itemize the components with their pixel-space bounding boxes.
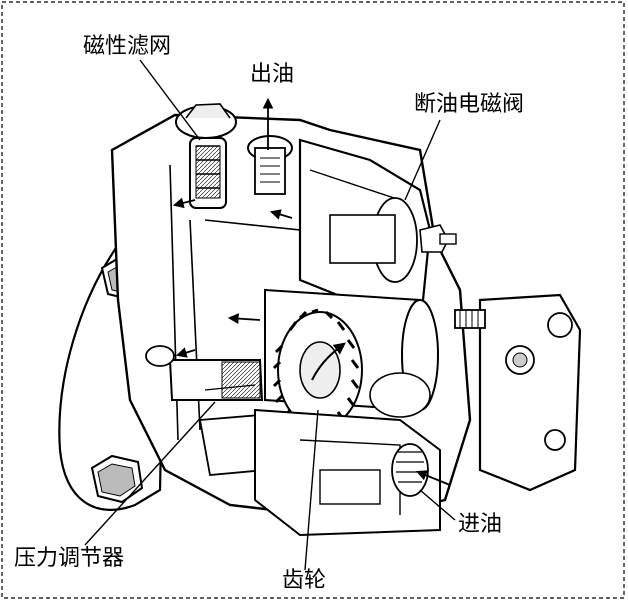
arrow-icon	[227, 313, 261, 324]
fuel-cutoff-solenoid-body	[298, 138, 457, 332]
label-pressure-regulator: 压力调节器	[14, 546, 125, 571]
arrow-icon	[415, 470, 451, 486]
arrow-icon	[175, 347, 196, 358]
outlet-port	[247, 135, 293, 195]
leader-lines	[84, 59, 456, 571]
label-fuel-cutoff-solenoid: 断油电磁阀	[414, 92, 525, 117]
fitting-small	[454, 309, 486, 329]
label-oil-inlet: 进油	[458, 512, 503, 537]
gear	[272, 308, 363, 429]
magnetic-filter-assembly	[175, 103, 237, 209]
pressure-regulator	[145, 345, 266, 476]
arrow-icon	[172, 197, 196, 209]
inlet-fitting	[391, 443, 429, 497]
label-magnetic-filter: 磁性滤网	[83, 34, 172, 59]
connector-right	[478, 293, 582, 492]
arrow-icon	[269, 209, 293, 220]
label-oil-outlet: 出油	[250, 62, 295, 87]
label-gear: 齿轮	[282, 568, 327, 593]
bolt-lower	[90, 454, 144, 504]
flow-arrows	[172, 97, 451, 486]
